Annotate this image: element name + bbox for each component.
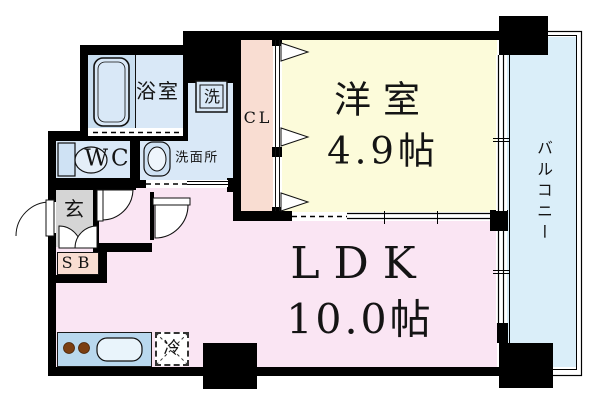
closet-door-jamb-mid xyxy=(272,147,282,157)
western-window-gap xyxy=(496,55,507,211)
wall-wc-top xyxy=(48,131,90,141)
wall-shoebox-bottom xyxy=(48,275,107,283)
wall-washroom-bottom-stub xyxy=(136,180,146,188)
washroom-edge-gap xyxy=(187,180,228,187)
wall-corridor-bottom xyxy=(93,243,152,252)
refrigerator-label: 冷 xyxy=(163,338,181,359)
washing-machine-label: 洗 xyxy=(203,87,221,106)
wall-closet-bottom xyxy=(233,211,292,221)
ldk-size: 10.0帖 xyxy=(286,295,434,344)
wall-closet-left xyxy=(233,40,241,221)
ldk-room-right xyxy=(233,221,497,367)
closet-label: CL xyxy=(243,108,273,127)
ldk-window-gap xyxy=(496,231,507,323)
entrance-door-arc xyxy=(15,201,51,237)
wall-left-upper xyxy=(48,131,56,202)
closet-door-track xyxy=(273,40,282,211)
wc-label: WC xyxy=(84,145,132,172)
partition-gap xyxy=(292,212,490,221)
washroom-label: 洗面所 xyxy=(175,150,219,166)
wall-bath-left xyxy=(80,45,88,133)
balcony-label: バルコニー xyxy=(534,139,553,245)
wall-shoebox-right xyxy=(99,249,107,283)
pillar-bottom-right xyxy=(499,343,553,388)
wall-entrance-right xyxy=(93,190,99,252)
wall-wc-bottom xyxy=(48,178,136,190)
shoe-box xyxy=(57,252,99,275)
pillar-top-right xyxy=(499,16,548,55)
western-room-size: 4.9帖 xyxy=(327,129,439,173)
pillar-bottom-middle xyxy=(203,343,257,389)
western-room-label: 洋室 xyxy=(334,78,432,122)
western-room xyxy=(282,40,497,212)
wall-wc-washroom xyxy=(130,136,140,186)
entrance-door-leaf xyxy=(45,199,55,237)
wall-window-stub xyxy=(497,323,508,343)
wall-bottom xyxy=(48,367,553,376)
bath-niche xyxy=(88,55,135,136)
pillar-top-left xyxy=(183,31,238,83)
wall-partition-right-block xyxy=(490,210,508,231)
wall-top xyxy=(230,31,504,40)
ldk-label: LDK xyxy=(290,238,430,289)
washroom-door-gap xyxy=(146,180,187,188)
shoe-box-label: SB xyxy=(61,253,95,272)
kitchen-counter xyxy=(57,332,152,367)
wall-bath-top xyxy=(80,45,186,55)
wall-washer-left xyxy=(183,55,188,141)
closet-door-jamb-top xyxy=(272,40,282,46)
entrance-label: 玄 xyxy=(64,197,84,221)
closet-room xyxy=(241,40,273,211)
bathroom-room xyxy=(135,55,183,136)
wall-door-post xyxy=(150,192,154,240)
bathroom-label: 浴室 xyxy=(136,79,180,103)
wall-left-lower xyxy=(48,233,56,376)
closet-door-jamb-bottom xyxy=(272,207,282,215)
